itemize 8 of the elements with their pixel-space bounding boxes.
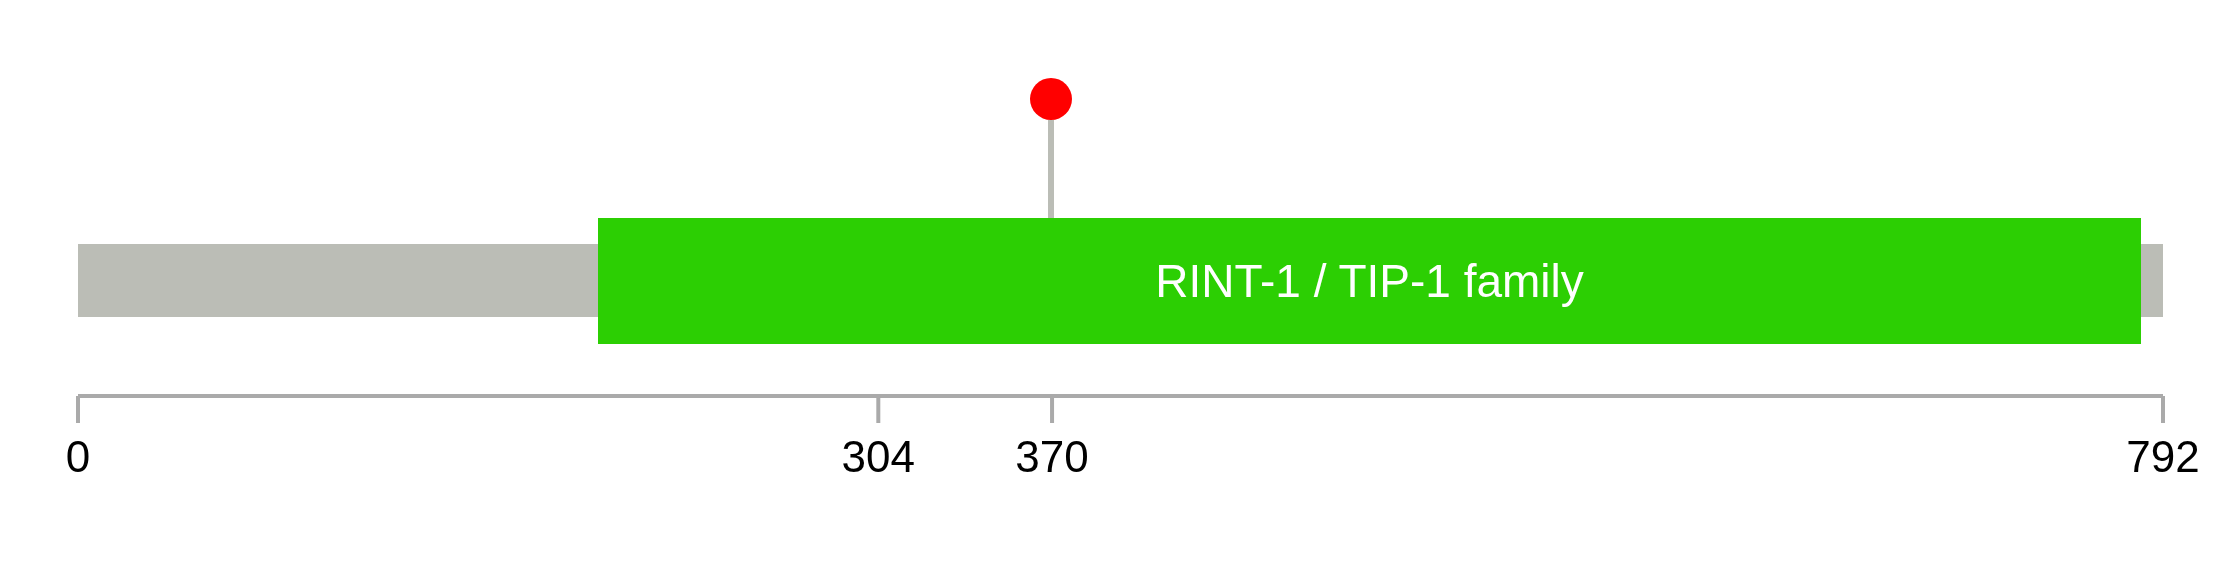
domain-box (598, 218, 2141, 344)
tick-label: 304 (841, 432, 915, 482)
tick-label: 370 (1015, 432, 1089, 482)
mutation-marker (1030, 78, 1072, 120)
domain-label: RINT-1 / TIP-1 family (1155, 254, 1584, 308)
tick-label: 792 (2126, 432, 2200, 482)
tick-label: 0 (65, 432, 91, 482)
connector-line (1048, 120, 1054, 218)
